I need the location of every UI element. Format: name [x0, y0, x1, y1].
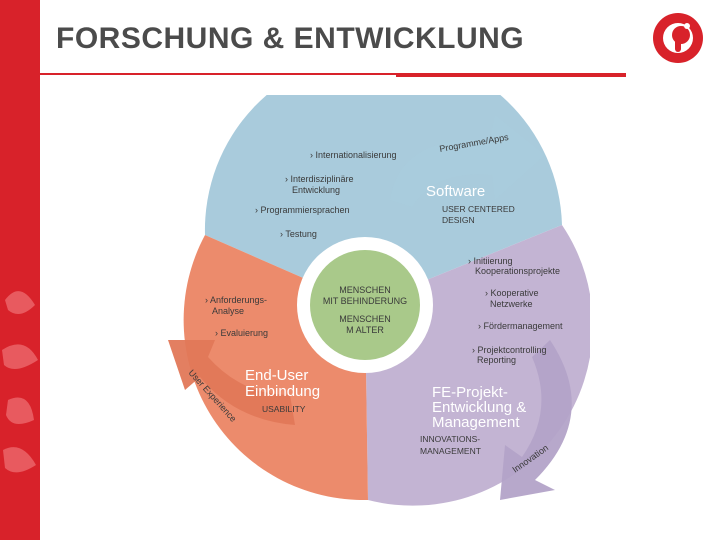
- software-heading: Software: [426, 183, 485, 200]
- center-text-3: MENSCHEN: [339, 314, 391, 324]
- enduser-item: › Anforderungs-: [205, 295, 267, 305]
- enduser-item: Analyse: [212, 306, 244, 316]
- software-item: › Internationalisierung: [310, 150, 397, 160]
- software-sub: USER CENTERED: [442, 204, 515, 214]
- programme-arrow: [390, 115, 545, 207]
- innovation-arrow: [500, 340, 572, 500]
- software-sub: DESIGN: [442, 215, 475, 225]
- project-item: › Fördermanagement: [478, 321, 563, 331]
- enduser-item: › Evaluierung: [215, 328, 268, 338]
- project-sub: INNOVATIONS-: [420, 434, 480, 444]
- project-item: › Projektcontrolling: [472, 345, 547, 355]
- software-item: › Interdisziplinäre: [285, 174, 354, 184]
- enduser-heading: Einbindung: [245, 383, 320, 400]
- project-item: › Kooperative: [485, 288, 539, 298]
- center-text-4: M ALTER: [346, 325, 384, 335]
- user-experience-arrow: [168, 340, 295, 425]
- project-item: Netzwerke: [490, 299, 533, 309]
- center-text-1: MENSCHEN: [339, 285, 391, 295]
- page-title: FORSCHUNG & ENTWICKLUNG: [56, 22, 525, 55]
- project-heading: Management: [432, 414, 520, 431]
- project-item: › Initiierung: [468, 256, 513, 266]
- project-item: Reporting: [477, 355, 516, 365]
- project-heading: FE-Projekt-: [432, 384, 508, 401]
- project-sub: MANAGEMENT: [420, 446, 481, 456]
- project-item: Kooperationsprojekte: [475, 266, 560, 276]
- cycle-diagram: MENSCHEN MIT BEHINDERUNG MENSCHEN M ALTE…: [168, 95, 590, 506]
- project-heading: Entwicklung &: [432, 399, 526, 416]
- title-underline-accent: [396, 75, 626, 77]
- center-circle: [310, 250, 420, 360]
- title-underline: [40, 73, 626, 75]
- software-item: › Testung: [280, 229, 317, 239]
- enduser-heading: End-User: [245, 367, 308, 384]
- brand-logo-icon: [653, 13, 703, 63]
- software-item: › Programmiersprachen: [255, 205, 350, 215]
- software-item: Entwicklung: [292, 185, 340, 195]
- enduser-sub: USABILITY: [262, 404, 306, 414]
- center-text-2: MIT BEHINDERUNG: [323, 296, 407, 306]
- decorative-pattern: [2, 291, 38, 473]
